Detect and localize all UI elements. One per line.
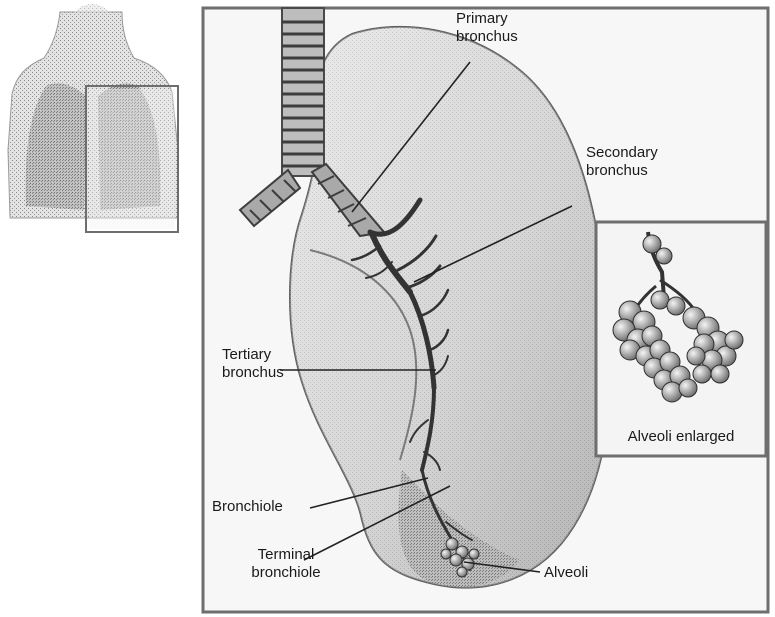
label-tertiary-bronchus-line2: bronchus [222, 364, 284, 382]
label-primary-bronchus: Primary bronchus [456, 10, 518, 46]
label-secondary-bronchus-line2: bronchus [586, 162, 658, 180]
label-bronchiole: Bronchiole [212, 498, 283, 516]
label-terminal-bronchiole-line1: Terminal [236, 546, 336, 564]
label-tertiary-bronchus: Tertiary bronchus [222, 346, 284, 382]
label-tertiary-bronchus-line1: Tertiary [222, 346, 284, 364]
torso-thumbnail [8, 4, 178, 232]
label-primary-bronchus-line1: Primary [456, 10, 518, 28]
label-terminal-bronchiole-line2: bronchiole [236, 564, 336, 582]
label-terminal-bronchiole: Terminal bronchiole [236, 546, 336, 582]
alveoli-inset [596, 222, 766, 456]
label-secondary-bronchus: Secondary bronchus [586, 144, 658, 180]
label-secondary-bronchus-line1: Secondary [586, 144, 658, 162]
label-alveoli: Alveoli [544, 564, 588, 582]
label-alveoli-enlarged: Alveoli enlarged [600, 428, 762, 446]
label-primary-bronchus-line2: bronchus [456, 28, 518, 46]
